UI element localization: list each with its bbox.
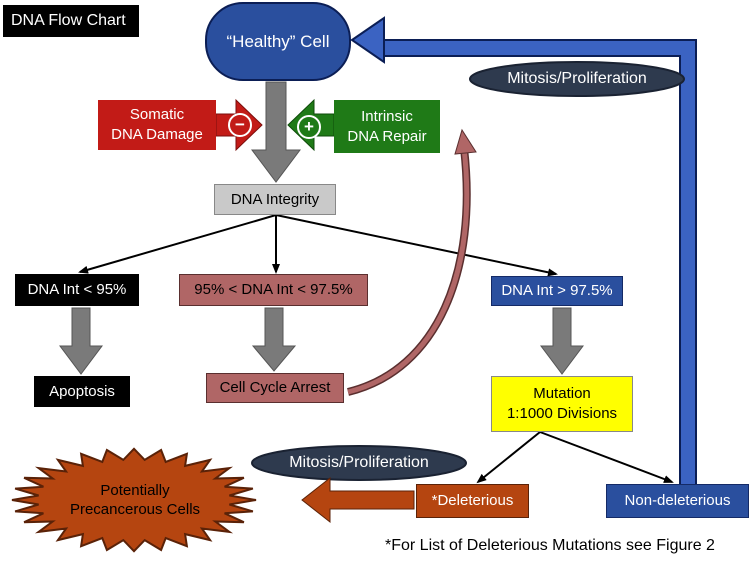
apoptosis-node: Apoptosis xyxy=(34,376,130,407)
cell-cycle-arrest-node: Cell Cycle Arrest xyxy=(206,373,344,403)
precancer-starburst xyxy=(11,447,257,553)
chart-title: DNA Flow Chart xyxy=(3,5,139,37)
repair-line2: DNA Repair xyxy=(347,127,427,145)
arrow-mid-to-arrest xyxy=(251,307,297,372)
mitosis-label-top: Mitosis/Proliferation xyxy=(507,70,647,87)
minus-icon: − xyxy=(235,115,245,134)
non-deleterious-node: Non-deleterious xyxy=(606,484,749,518)
mutation-to-nondeleterious xyxy=(539,431,674,483)
arrest-to-repair-curve xyxy=(347,128,477,396)
mitosis-label-bottom: Mitosis/Proliferation xyxy=(289,454,429,471)
integrity-low-node: DNA Int < 95% xyxy=(15,274,139,306)
damage-arrow xyxy=(215,98,263,152)
branch-line-low xyxy=(78,214,277,274)
arrow-healthy-to-integrity xyxy=(251,81,301,183)
repair-arrow xyxy=(287,98,335,152)
plus-icon: + xyxy=(304,117,314,136)
arrow-deleterious-to-precancer xyxy=(301,476,415,524)
precancer-label: Potentially Precancerous Cells xyxy=(60,470,210,530)
integrity-high-node: DNA Int > 97.5% xyxy=(491,276,623,306)
mutation-to-deleterious xyxy=(476,431,541,484)
arrow-low-to-apoptosis xyxy=(59,307,103,375)
mitosis-ellipse-top xyxy=(469,61,685,97)
integrity-mid-node: 95% < DNA Int < 97.5% xyxy=(179,274,368,306)
dna-repair-node: Intrinsic DNA Repair xyxy=(334,100,440,153)
repair-line1: Intrinsic xyxy=(361,107,413,125)
footnote: *For List of Deleterious Mutations see F… xyxy=(385,537,715,554)
somatic-damage-node: Somatic DNA Damage xyxy=(98,100,216,150)
healthy-cell-node: “Healthy” Cell xyxy=(205,2,351,81)
mutation-line1: Mutation xyxy=(533,385,591,402)
feedback-arrow-to-healthy xyxy=(350,16,697,485)
mitosis-ellipse-bottom xyxy=(251,445,467,481)
somatic-line1: Somatic xyxy=(129,106,185,123)
deleterious-node: *Deleterious xyxy=(416,484,529,518)
somatic-line2: DNA Damage xyxy=(111,126,203,143)
precancer-line2: Precancerous Cells xyxy=(69,501,201,518)
precancer-line1: Potentially xyxy=(100,482,170,499)
dna-integrity-node: DNA Integrity xyxy=(214,184,336,215)
arrow-high-to-mutation xyxy=(540,307,584,375)
mutation-line2: 1:1000 Divisions xyxy=(506,405,618,422)
branch-line-high xyxy=(275,214,558,277)
mutation-node: Mutation 1:1000 Divisions xyxy=(491,376,633,432)
